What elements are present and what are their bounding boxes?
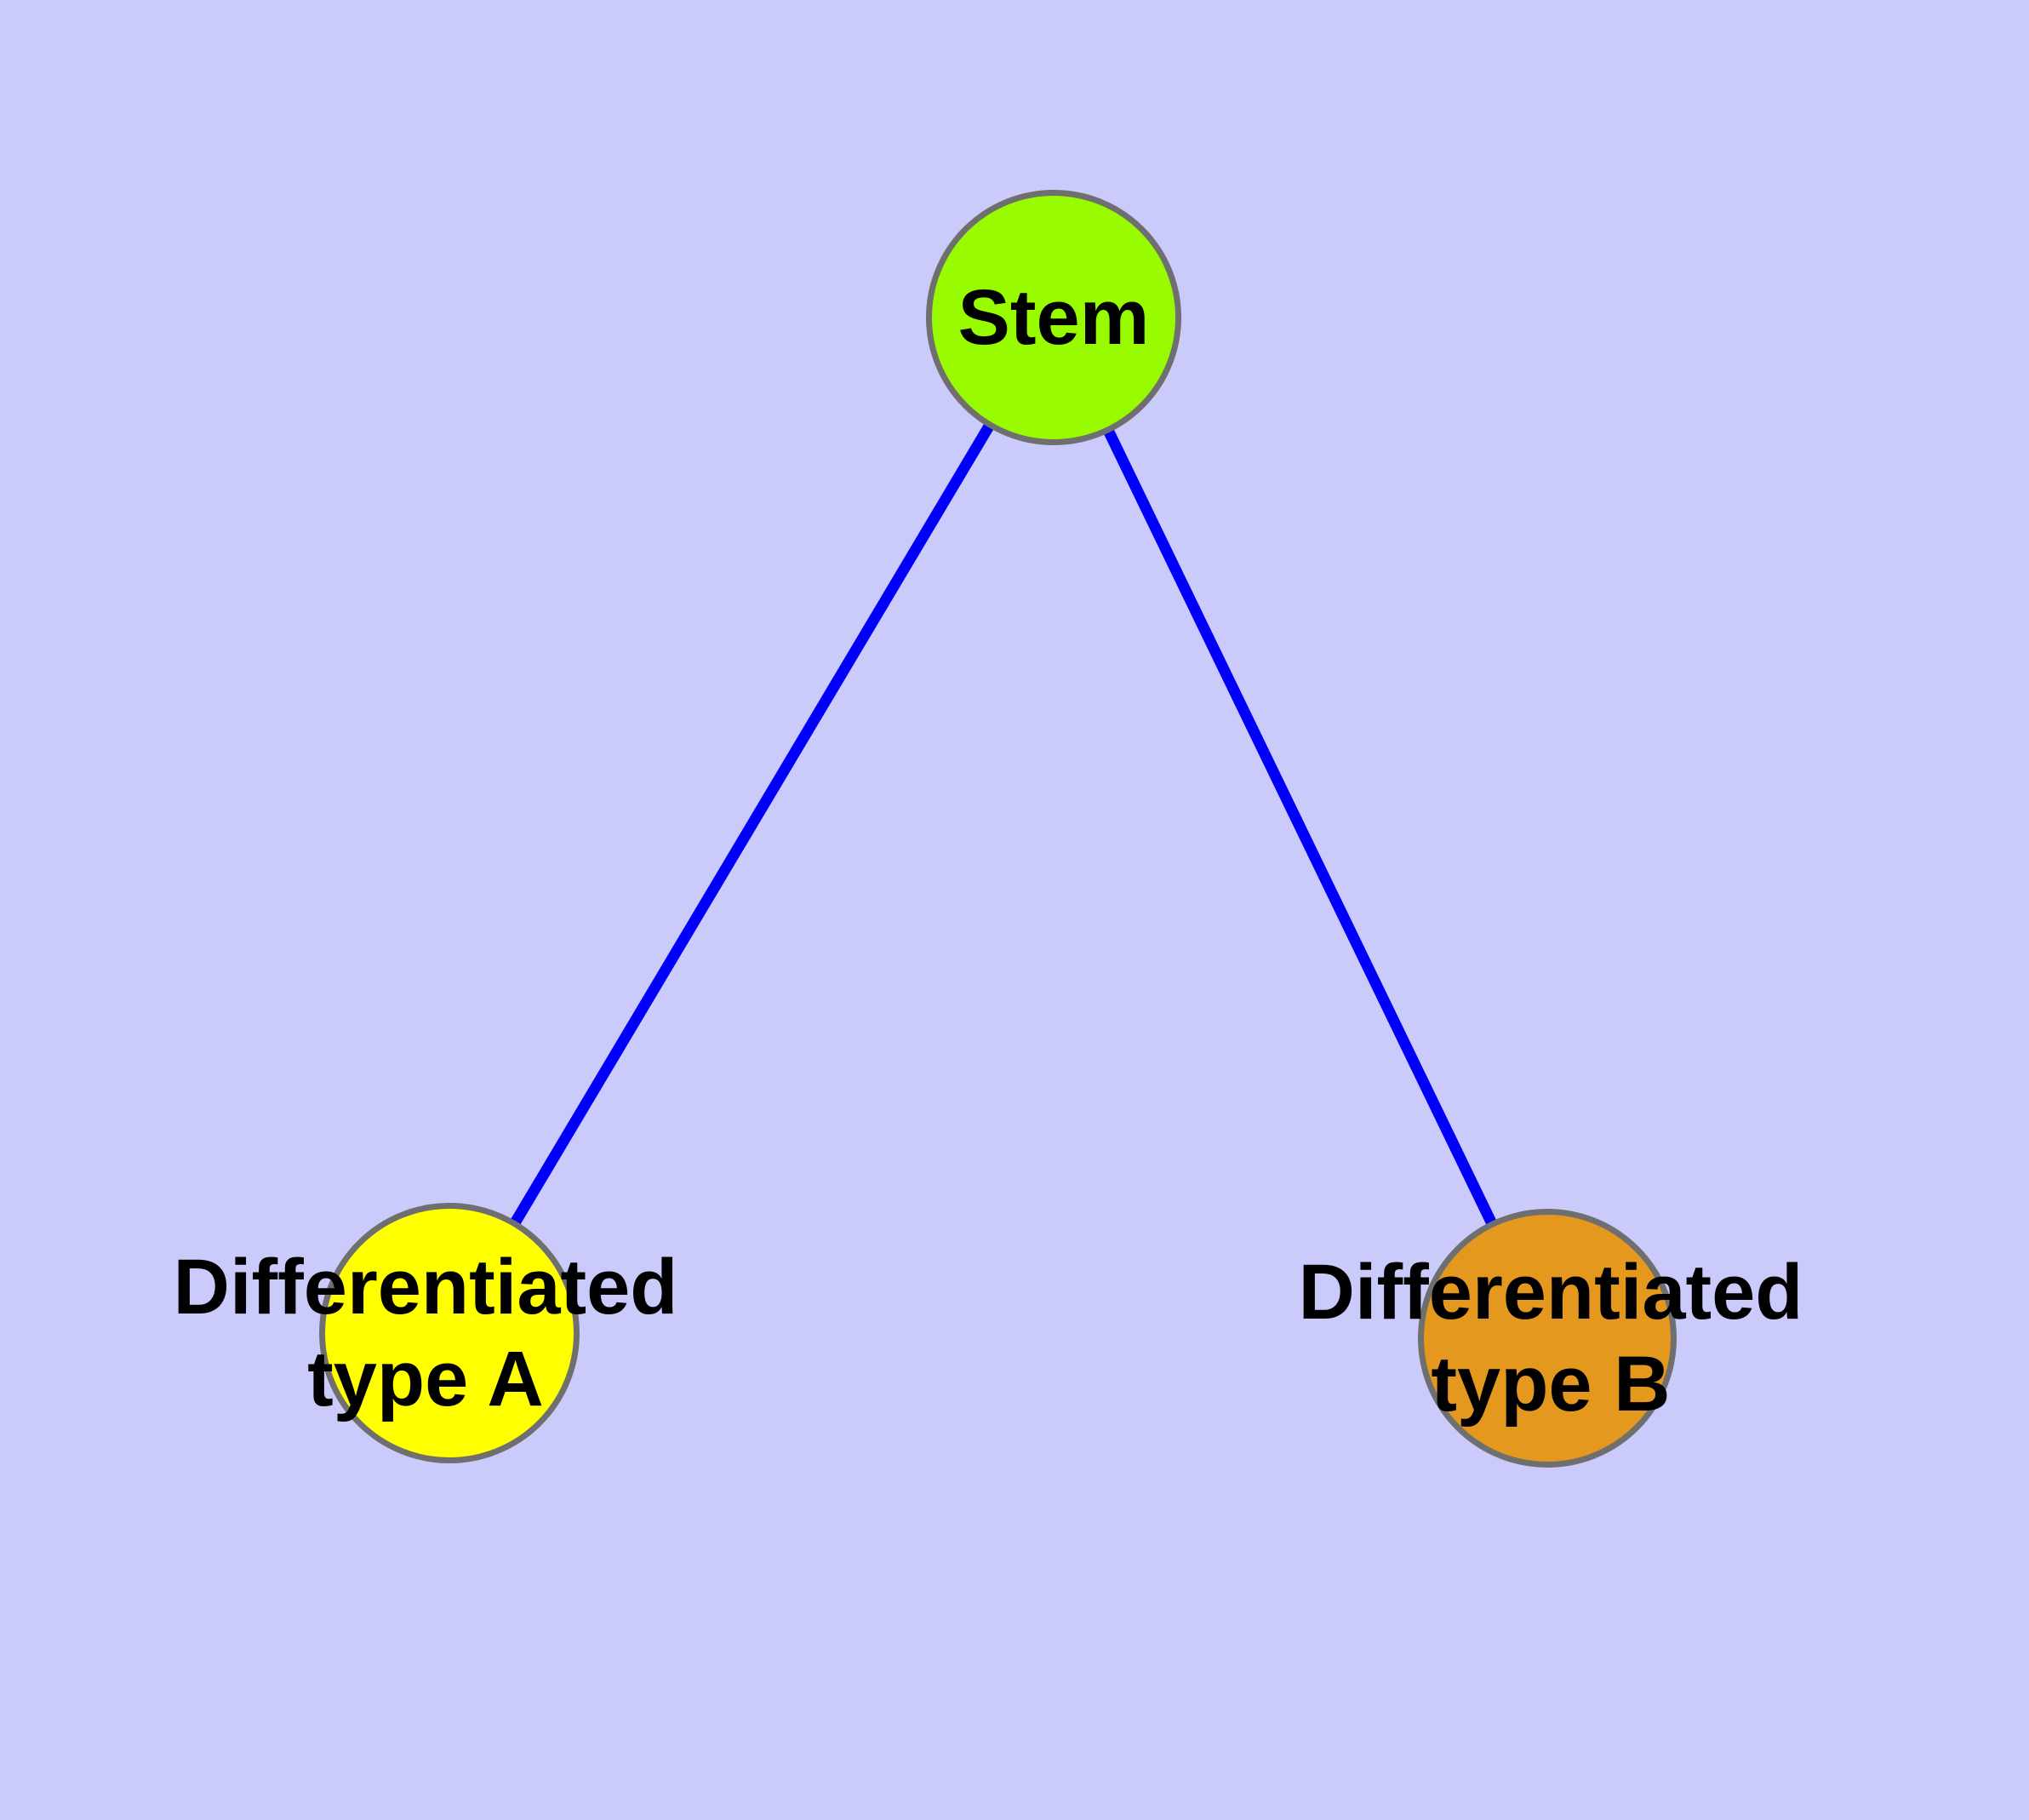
node-differentiated-type-a xyxy=(319,1203,580,1463)
node-differentiated-type-b xyxy=(1418,1209,1677,1468)
node-stem-label: Stem xyxy=(957,274,1150,361)
node-stem xyxy=(926,190,1181,445)
edge-stem-to-type-b xyxy=(1049,315,1552,1341)
edge-stem-to-type-a xyxy=(444,314,1059,1336)
node-differentiated-type-b-label: Differentiated type B xyxy=(1298,1249,1803,1428)
node-differentiated-type-a-label: Differentiated type A xyxy=(173,1244,678,1422)
